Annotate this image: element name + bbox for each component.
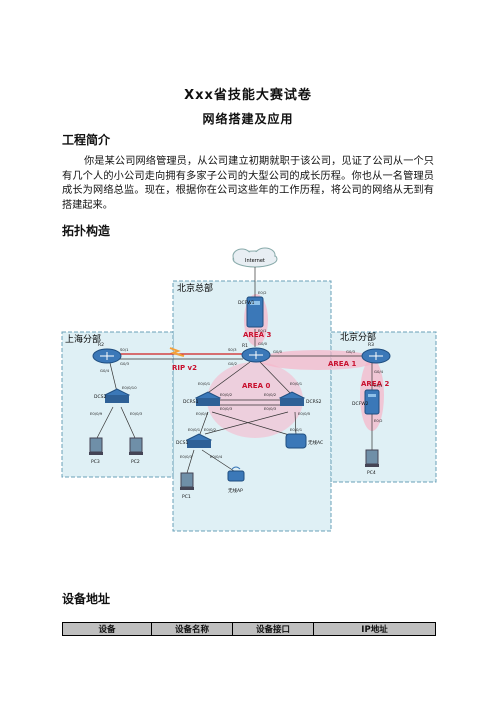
table-header-row: 设备 设备名称 设备接口 IP地址 xyxy=(62,622,436,636)
pc2-icon xyxy=(129,437,143,455)
port-label: G0/3 xyxy=(346,349,356,354)
port-label: E0/0/4 xyxy=(196,411,209,416)
device-address-table: 设备 设备名称 设备接口 IP地址 xyxy=(62,622,436,636)
dcs2-label: DCS2 xyxy=(94,394,106,400)
label-beijing-branch: 北京分部 xyxy=(340,331,376,343)
dcs1-label: DCS1 xyxy=(176,440,188,446)
port-label: G0/0 xyxy=(273,349,283,354)
area2-label: AREA 2 xyxy=(361,380,389,388)
header-device-name: 设备名称 xyxy=(151,622,233,636)
pc1-label: PC1 xyxy=(182,494,191,500)
port-label: E0/0/9 xyxy=(90,411,103,416)
pc4-icon xyxy=(365,449,379,467)
ap-label: 无线AP xyxy=(228,487,243,494)
port-label: E0/0/3 xyxy=(220,406,233,411)
switch-dcrs2-icon xyxy=(278,391,306,406)
section-heading-project: 工程简介 xyxy=(62,133,111,147)
port-label: E0/0/2 xyxy=(204,427,217,432)
r1-label: R1 xyxy=(242,343,248,349)
port-label: E0/0/1 xyxy=(198,381,211,386)
port-label: E0/0/5 xyxy=(298,411,311,416)
label-beijing-hq: 北京总部 xyxy=(177,282,213,294)
port-label: S0/1 xyxy=(120,347,129,352)
exam-subtitle: 网络搭建及应用 xyxy=(202,112,294,126)
port-label: G0/3 xyxy=(120,361,130,366)
intro-paragraph: 你是某公司网络管理员，从公司建立初期就职于该公司，见证了公司从一个只有几个人的小… xyxy=(62,156,434,211)
header-ip-address: IP地址 xyxy=(313,622,436,636)
port-label: E0/0/3 xyxy=(180,454,193,459)
firewall-dcfw2-icon xyxy=(364,389,380,415)
router-r2-icon xyxy=(92,348,122,364)
dcfw2-label: DCFW2 xyxy=(352,401,369,407)
switch-dcrs1-icon xyxy=(194,391,222,406)
cloud-label: Internet xyxy=(245,258,265,264)
port-label: G0/4 xyxy=(374,369,384,374)
port-label: G0/4 xyxy=(100,368,110,373)
port-label: E0/1 xyxy=(258,328,267,333)
port-label: E0/0/1 xyxy=(290,381,303,386)
pc3-label: PC3 xyxy=(91,459,100,465)
wireless-ac-icon xyxy=(285,433,307,449)
port-label: E0/0/2 xyxy=(264,392,277,397)
port-label: E0/0/3 xyxy=(264,406,277,411)
ac-label: 无线AC xyxy=(308,439,323,446)
rip-label: RIP v2 xyxy=(172,364,197,372)
area1-zone xyxy=(258,350,378,370)
internet-cloud-icon: Internet xyxy=(232,247,278,268)
dcfw1-label: DCFW1 xyxy=(238,300,255,306)
pc4-label: PC4 xyxy=(367,470,376,476)
section-heading-device-address: 设备地址 xyxy=(62,592,111,606)
port-label: E0/2 xyxy=(374,418,383,423)
rip-serial-link-icon xyxy=(169,347,185,357)
router-r3-icon xyxy=(361,348,391,364)
port-label: E0/0/1 xyxy=(290,427,303,432)
switch-dcs2-icon xyxy=(103,388,131,403)
port-label: E0/0/2 xyxy=(220,392,233,397)
header-device: 设备 xyxy=(62,622,152,636)
wireless-ap-icon xyxy=(227,466,245,482)
area0-label: AREA 0 xyxy=(242,382,270,390)
r3-label: R3 xyxy=(368,342,374,348)
port-label: E0/0/10 xyxy=(122,385,137,390)
area3-label: AREA 3 xyxy=(243,331,271,339)
port-label: G0/0 xyxy=(258,341,268,346)
port-label: S0/3 xyxy=(228,347,237,352)
port-label: E0/2 xyxy=(258,290,267,295)
label-shanghai: 上海分部 xyxy=(65,333,101,345)
dcrs1-label: DCRS1 xyxy=(183,399,199,405)
switch-dcs1-icon xyxy=(185,433,213,448)
header-interface: 设备接口 xyxy=(232,622,314,636)
port-label: G0/2 xyxy=(228,361,238,366)
pc3-icon xyxy=(89,437,103,455)
pc2-label: PC2 xyxy=(131,459,140,465)
port-label: E0/0/4 xyxy=(210,454,223,459)
section-heading-topology: 拓扑构造 xyxy=(62,224,111,238)
firewall-dcfw1-icon xyxy=(246,296,264,328)
port-label: E0/0/3 xyxy=(130,411,143,416)
exam-title: Xxx省技能大赛试卷 xyxy=(184,88,312,103)
area1-label: AREA 1 xyxy=(328,360,356,368)
port-label: E0/0/1 xyxy=(188,427,201,432)
router-r1-icon xyxy=(241,347,271,363)
pc1-icon xyxy=(180,472,194,490)
port-label: E0/1 xyxy=(374,383,383,388)
r2-label: R2 xyxy=(98,342,104,348)
dcrs2-label: DCRS2 xyxy=(306,399,322,405)
topology-diagram: 北京总部 上海分部 北京分部 Internet xyxy=(61,247,437,532)
